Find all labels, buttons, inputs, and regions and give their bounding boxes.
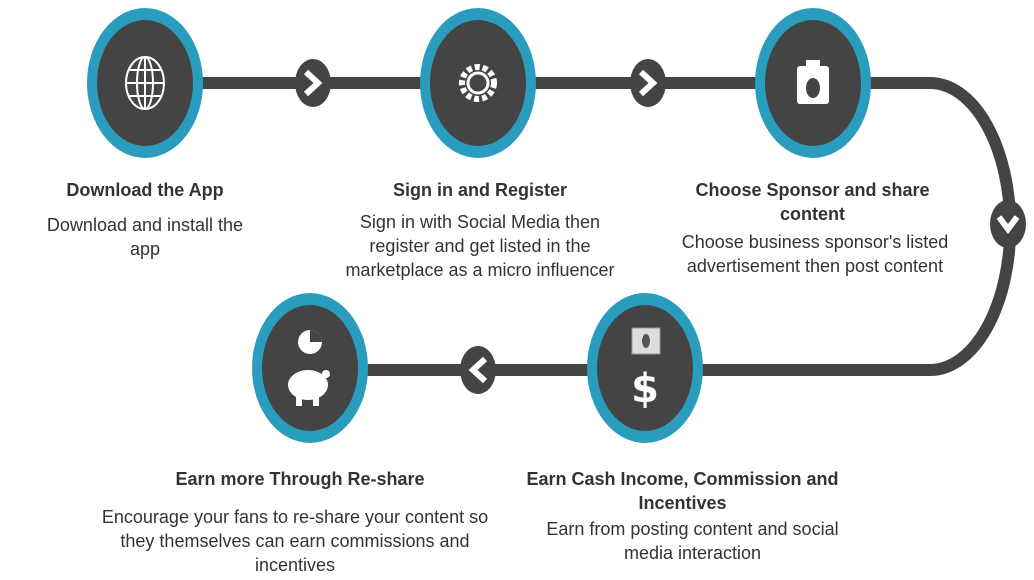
step-3-title: Choose Sponsor and share content xyxy=(695,180,930,224)
banknote-icon xyxy=(631,327,661,355)
step-4-title: Earn Cash Income, Commission and Incenti… xyxy=(526,469,839,513)
step-4-desc: Earn from posting content and social med… xyxy=(546,519,839,563)
step-5-title: Earn more Through Re-share xyxy=(175,469,425,489)
step-circle-1 xyxy=(87,8,203,158)
chevron-right-icon xyxy=(295,59,331,107)
step-circle-3 xyxy=(755,8,871,158)
globe-icon xyxy=(125,56,165,110)
chevron-right-icon xyxy=(630,59,666,107)
dollar-icon: $ xyxy=(631,366,659,412)
step-2-title: Sign in and Register xyxy=(392,180,568,200)
step-1-desc: Download and install the app xyxy=(46,215,244,259)
step-circle-5 xyxy=(252,293,368,443)
step-circle-2 xyxy=(420,8,536,158)
step-1-title: Download the App xyxy=(66,180,224,200)
pie-chart-icon xyxy=(298,330,322,354)
step-circle-4: $ xyxy=(587,293,703,443)
piggy-bank-icon xyxy=(288,370,330,406)
step-3-desc: Choose business sponsor's listed adverti… xyxy=(681,232,949,276)
step-2-desc: Sign in with Social Media then register … xyxy=(345,212,615,280)
gear-icon xyxy=(459,64,497,102)
chevron-down-icon xyxy=(990,200,1026,248)
camera-icon xyxy=(797,60,829,104)
step-5-desc: Encourage your fans to re-share your con… xyxy=(101,507,489,575)
chevron-left-icon xyxy=(460,346,496,394)
